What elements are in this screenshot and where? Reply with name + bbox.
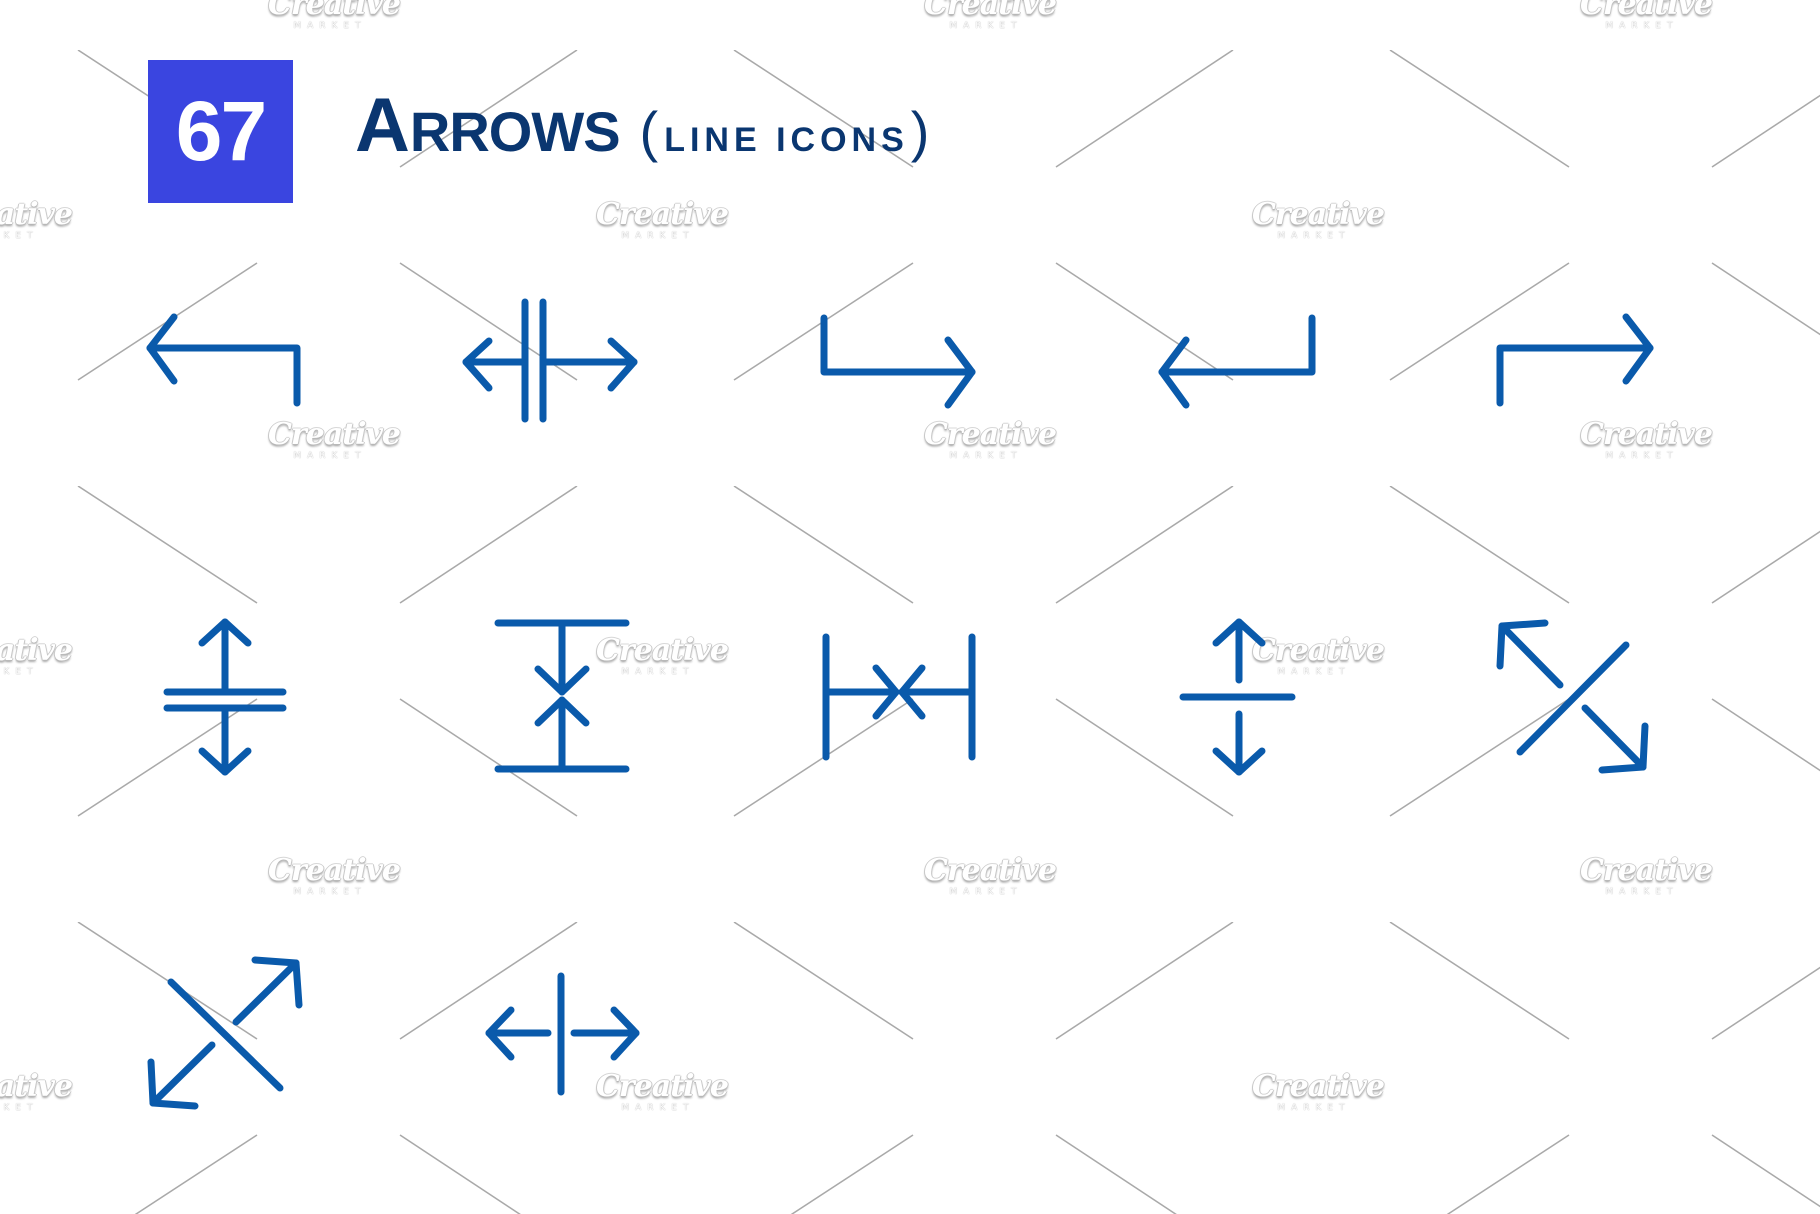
subtitle-paren-open: ( bbox=[639, 100, 659, 163]
arrows-merge-vertical-icon bbox=[494, 619, 630, 773]
arrows-diagonal-nw-se-icon bbox=[1496, 619, 1649, 774]
arrows-split-vertical-double-bar-icon bbox=[163, 618, 287, 776]
arrows-diagonal-ne-sw-icon bbox=[147, 956, 303, 1110]
arrow-turn-down-right-icon bbox=[820, 314, 976, 409]
arrows-split-horizontal-double-bar-icon bbox=[462, 298, 638, 423]
arrows-merge-horizontal-icon bbox=[822, 633, 976, 761]
arrows-split-vertical-single-bar-icon bbox=[1179, 618, 1296, 776]
arrow-return-left-icon bbox=[1158, 314, 1316, 409]
arrows-split-horizontal-single-bar-icon bbox=[485, 972, 640, 1096]
subtitle-paren-close: ) bbox=[910, 100, 930, 163]
page-subtitle: LINE ICONS bbox=[664, 121, 909, 159]
icon-count-badge: 67 bbox=[148, 60, 293, 203]
title-initial: A bbox=[355, 83, 410, 168]
arrow-turn-up-right-icon bbox=[1496, 313, 1654, 407]
icon-count: 67 bbox=[175, 84, 267, 178]
page-title: A RROWS ( LINE ICONS ) bbox=[355, 88, 929, 178]
title-rest: RROWS bbox=[409, 100, 621, 163]
arrow-turn-up-left-icon bbox=[146, 313, 301, 407]
